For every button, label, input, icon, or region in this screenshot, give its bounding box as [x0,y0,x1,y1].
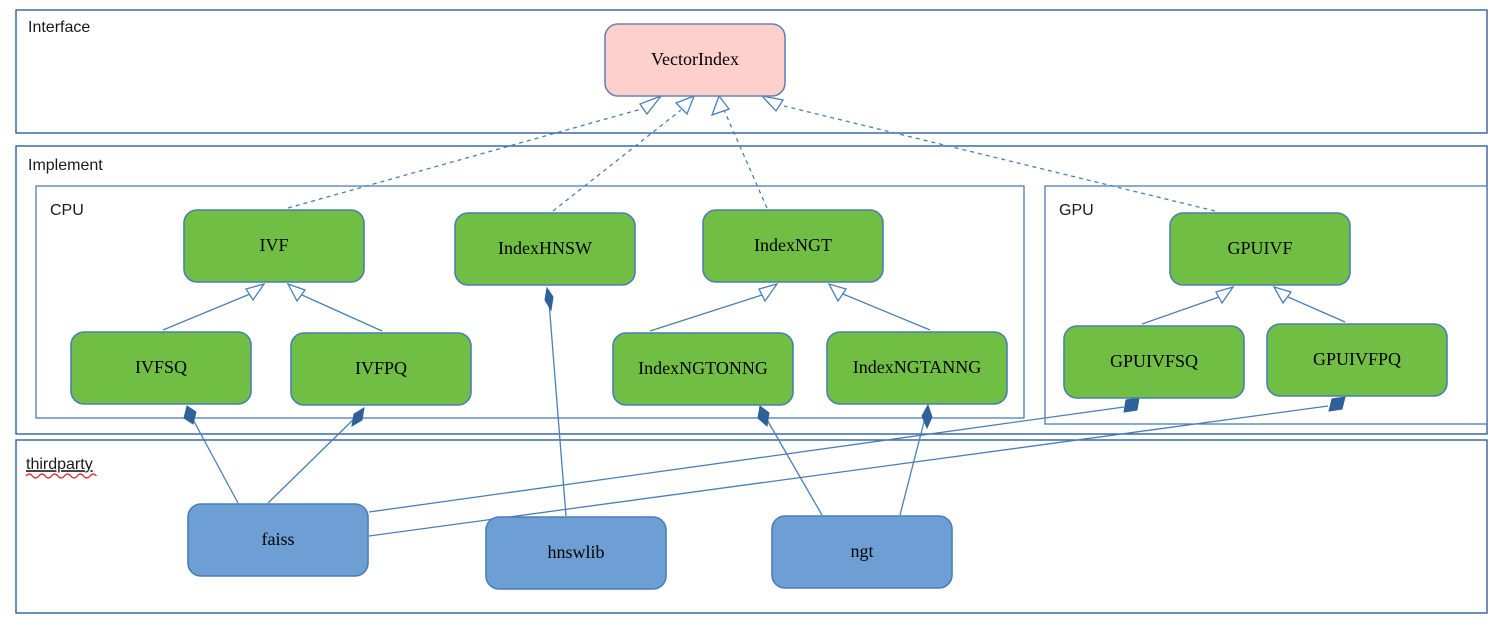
node-indexngtanng-rect[interactable] [826,331,1008,405]
node-faiss-label: faiss [262,529,295,549]
node-ivfsq-rect[interactable] [70,331,252,405]
node-gpuivfpq-label: GPUIVFPQ [1313,349,1401,369]
node-ivfsq[interactable]: IVFSQ [70,331,252,405]
node-ivfpq-label: IVFPQ [355,358,407,378]
node-vectorindex-label: VectorIndex [651,49,739,69]
node-indexhnsw-rect[interactable] [454,212,636,286]
node-hnswlib-label: hnswlib [547,542,604,562]
node-indexngt-rect[interactable] [702,209,884,283]
edge-indexhnsw-to-vectorindex [552,109,682,212]
edge-faiss-to-gpuivfpq [368,405,1329,537]
node-ivfsq-label: IVFSQ [135,357,187,377]
diamond-faiss-to-gpuivfpq [1328,396,1346,412]
edge-faiss-to-ivfpq [267,415,358,504]
node-gpuivfpq-rect[interactable] [1266,323,1448,397]
node-indexhnsw-label: IndexHNSW [498,238,592,258]
node-indexhnsw[interactable]: IndexHNSW [454,212,636,286]
node-indexngtanng[interactable]: IndexNGTANNG [826,331,1008,405]
edge-group-realization [287,94,1216,212]
diamond-faiss-to-gpuivfsq [1123,397,1140,413]
diamond-faiss-to-ivfsq [183,405,197,425]
node-vectorindex-rect[interactable] [604,23,786,97]
arrowhead-indexngtanng-to-indexngt [827,282,848,303]
edge-group-generalization [162,282,1346,332]
node-faiss-rect[interactable] [187,503,369,577]
edge-indexngt-to-vectorindex [723,109,768,209]
arrowhead-ivfsq-to-ivf [244,282,266,302]
edge-group-composition [183,286,1346,537]
node-gpuivf[interactable]: GPUIVF [1169,212,1351,286]
edge-indexngtonng-to-indexngt [649,294,763,332]
node-ivf[interactable]: IVF [183,209,365,283]
node-indexngt[interactable]: IndexNGT [702,209,884,283]
node-vectorindex[interactable]: VectorIndex [604,23,786,97]
container-gpu-label: GPU [1059,202,1094,219]
node-ivf-label: IVF [259,235,288,255]
node-ivf-rect[interactable] [183,209,365,283]
arrowhead-gpuivf-to-vectorindex [760,94,785,113]
node-ivfpq[interactable]: IVFPQ [290,332,472,406]
edge-gpuivf-to-vectorindex [783,105,1216,212]
node-ivfpq-rect[interactable] [290,332,472,406]
node-indexngt-label: IndexNGT [754,235,832,255]
container-cpu-label: CPU [50,202,84,219]
edge-ngt-to-indexngtonng [765,417,823,516]
arrowhead-ivf-to-vectorindex [638,94,663,116]
edge-hnswlib-to-indexhnsw [548,301,567,517]
arrowhead-indexngtonng-to-indexngt [758,282,779,303]
edge-ivf-to-vectorindex [287,107,646,209]
node-hnswlib[interactable]: hnswlib [485,516,667,590]
node-gpuivf-rect[interactable] [1169,212,1351,286]
edge-faiss-to-ivfsq [189,413,239,504]
diamond-ngt-to-indexngtonng [757,405,770,427]
node-gpuivfsq-label: GPUIVFSQ [1110,351,1198,371]
diamond-faiss-to-ivfpq [351,407,365,427]
edge-faiss-to-gpuivfsq [368,406,1125,513]
diamond-hnswlib-to-indexhnsw [544,286,554,312]
container-thirdparty-label: thirdparty [26,456,93,473]
node-ngt[interactable]: ngt [771,515,953,589]
node-indexngtonng-rect[interactable] [612,332,794,406]
edge-gpuivfsq-to-gpuivf [1141,296,1220,325]
node-gpuivfpq[interactable]: GPUIVFPQ [1266,323,1448,397]
container-interface-label: Interface [28,19,90,36]
arrowhead-gpuivfpq-to-gpuivf [1272,285,1293,305]
thirdparty-spellcheck-squiggle [25,473,97,479]
arrowhead-indexhnsw-to-vectorindex [674,94,696,116]
diamond-ngt-to-indexngtanng [921,403,933,430]
arrowhead-gpuivfsq-to-gpuivf [1215,285,1235,305]
arrowhead-indexngt-to-vectorindex [710,94,731,117]
node-gpuivf-label: GPUIVF [1227,238,1292,258]
node-indexngtonng[interactable]: IndexNGTONNG [612,332,794,406]
node-hnswlib-rect[interactable] [485,516,667,590]
node-gpuivfsq[interactable]: GPUIVFSQ [1063,325,1245,399]
edge-ngt-to-indexngtanng [899,417,926,516]
node-faiss[interactable]: faiss [187,503,369,577]
node-ngt-label: ngt [850,541,873,561]
node-indexngtonng-label: IndexNGTONNG [638,358,768,378]
container-implement-label: Implement [28,157,103,174]
edge-indexngtanng-to-indexngt [842,293,931,331]
node-indexngtanng-label: IndexNGTANNG [853,357,982,377]
edge-ivfsq-to-ivf [162,293,251,331]
arrowhead-ivfpq-to-ivf [286,282,307,303]
edge-ivfpq-to-ivf [301,294,383,332]
edge-gpuivfpq-to-gpuivf [1287,296,1346,323]
node-gpuivfsq-rect[interactable] [1063,325,1245,399]
node-ngt-rect[interactable] [771,515,953,589]
